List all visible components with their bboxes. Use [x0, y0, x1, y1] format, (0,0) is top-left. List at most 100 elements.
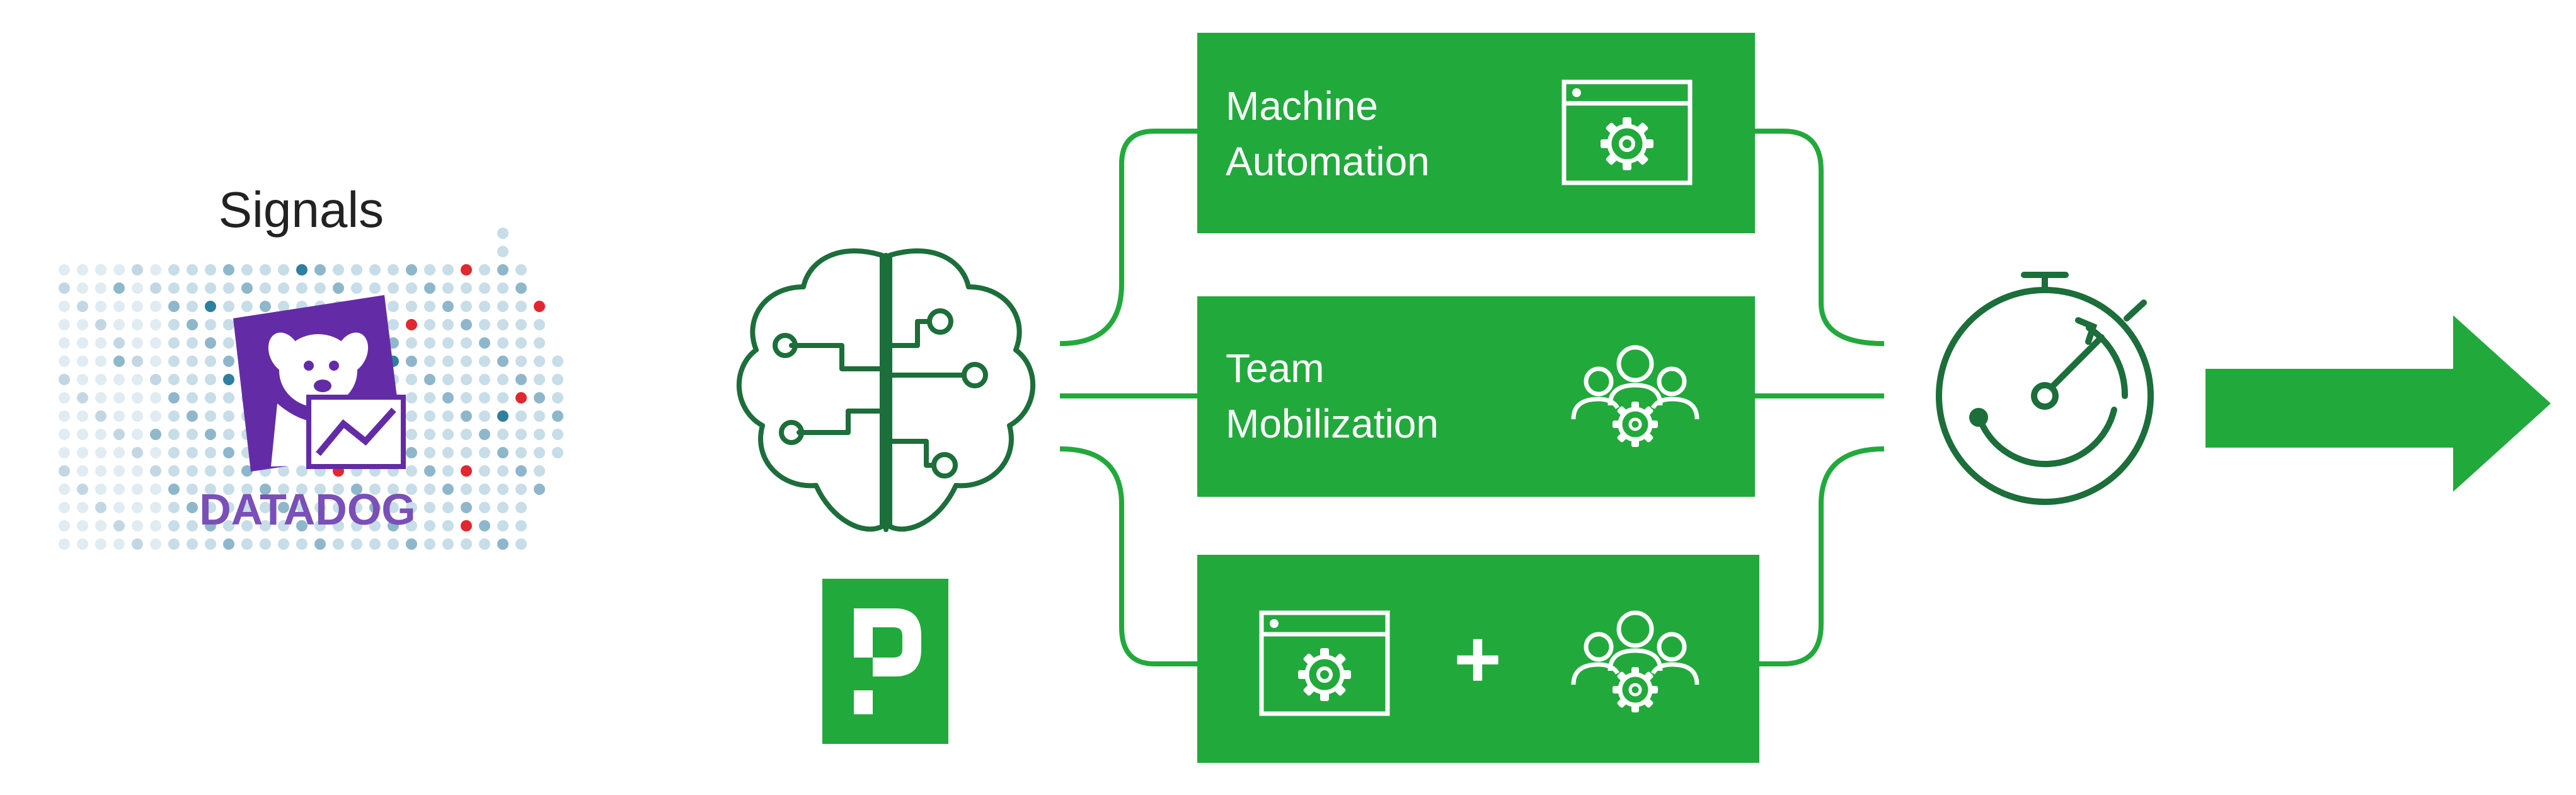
signal-dot [479, 301, 490, 312]
signal-dot [479, 502, 490, 513]
signal-dot [95, 282, 106, 294]
signal-dot [150, 264, 161, 276]
signal-dot [59, 484, 70, 495]
signal-dot [150, 429, 161, 440]
signal-dot [187, 520, 198, 531]
signal-dot [534, 374, 545, 385]
signal-dot [388, 538, 399, 550]
signal-dot [515, 538, 527, 550]
signal-dot [59, 374, 70, 385]
signal-dot [168, 410, 180, 422]
signal-dot [442, 410, 454, 422]
signal-dot-alert [406, 319, 417, 330]
signal-dot [406, 374, 417, 385]
signal-dot [406, 520, 417, 531]
signal-dot [77, 502, 88, 513]
signal-dot [497, 520, 509, 531]
signal-dot [241, 484, 253, 495]
signal-dot [424, 337, 435, 349]
signal-dot [187, 374, 198, 385]
signal-dot [205, 465, 216, 477]
signal-dot [223, 429, 234, 440]
signal-dot [497, 319, 509, 330]
signal-dot [95, 429, 106, 440]
signal-dot [497, 410, 509, 422]
signal-dot [59, 502, 70, 513]
signal-dot [314, 520, 326, 531]
signal-dot [296, 520, 308, 531]
signal-dot [461, 374, 472, 385]
signal-dot [168, 447, 180, 458]
signal-dot [132, 502, 143, 513]
signal-dot [296, 484, 308, 495]
signal-dot [77, 465, 88, 477]
machine-automation-box: Machine Automation [1197, 33, 1755, 233]
signal-dot [187, 337, 198, 349]
signal-dot [187, 356, 198, 367]
signal-dot [497, 246, 509, 257]
signal-dot [77, 447, 88, 458]
signal-dot [95, 356, 106, 367]
signal-dot [351, 264, 362, 276]
signal-dot [479, 356, 490, 367]
signal-dot [95, 520, 106, 531]
signal-dot [314, 264, 326, 276]
signal-dot [333, 538, 344, 550]
signal-dot [278, 282, 289, 294]
signal-dot [241, 502, 253, 513]
branch-connectors [1059, 129, 1885, 666]
signal-dot [461, 356, 472, 367]
signal-dot [442, 337, 454, 349]
signal-dot [552, 374, 563, 385]
signal-dot [497, 264, 509, 276]
signal-dot [187, 447, 198, 458]
signal-dot [59, 319, 70, 330]
signal-dot [95, 301, 106, 312]
signal-dot [424, 410, 435, 422]
signal-dot [205, 429, 216, 440]
signal-dot [424, 484, 435, 495]
signal-dot [95, 264, 106, 276]
signal-dot [150, 374, 161, 385]
signal-dot [552, 429, 563, 440]
signal-dot [132, 410, 143, 422]
signal-dot [113, 502, 125, 513]
signal-dot [479, 520, 490, 531]
signal-dot [187, 319, 198, 330]
signal-dot [351, 282, 362, 294]
signal-dot [168, 319, 180, 330]
signal-dot [205, 374, 216, 385]
signal-dot [150, 538, 161, 550]
signal-dot [223, 502, 234, 513]
pagerduty-logo [822, 579, 948, 744]
signal-dot [351, 484, 362, 495]
signal-dot-alert [461, 520, 472, 531]
signal-dot [168, 356, 180, 367]
signal-dot [168, 374, 180, 385]
signal-dot [406, 538, 417, 550]
signal-dot [187, 538, 198, 550]
signal-dot [223, 356, 234, 367]
signal-dot [515, 264, 527, 276]
signal-dot [497, 337, 509, 349]
signal-dot [388, 502, 399, 513]
signal-dot [406, 282, 417, 294]
signal-dot [223, 337, 234, 349]
signal-dot [95, 538, 106, 550]
signal-dot [168, 538, 180, 550]
signal-dot [113, 282, 125, 294]
signal-dot [205, 337, 216, 349]
signal-dot [497, 447, 509, 458]
signal-dot [113, 337, 125, 349]
signal-dot [278, 301, 289, 312]
signal-dot [296, 465, 308, 477]
signal-dot [424, 282, 435, 294]
signal-dot [113, 520, 125, 531]
signal-dot [497, 301, 509, 312]
signal-dot [369, 282, 381, 294]
plus-sign: + [1454, 613, 1502, 705]
signal-dot [260, 502, 271, 513]
signal-dot [442, 447, 454, 458]
signal-dot [442, 392, 454, 403]
signal-dot [113, 484, 125, 495]
